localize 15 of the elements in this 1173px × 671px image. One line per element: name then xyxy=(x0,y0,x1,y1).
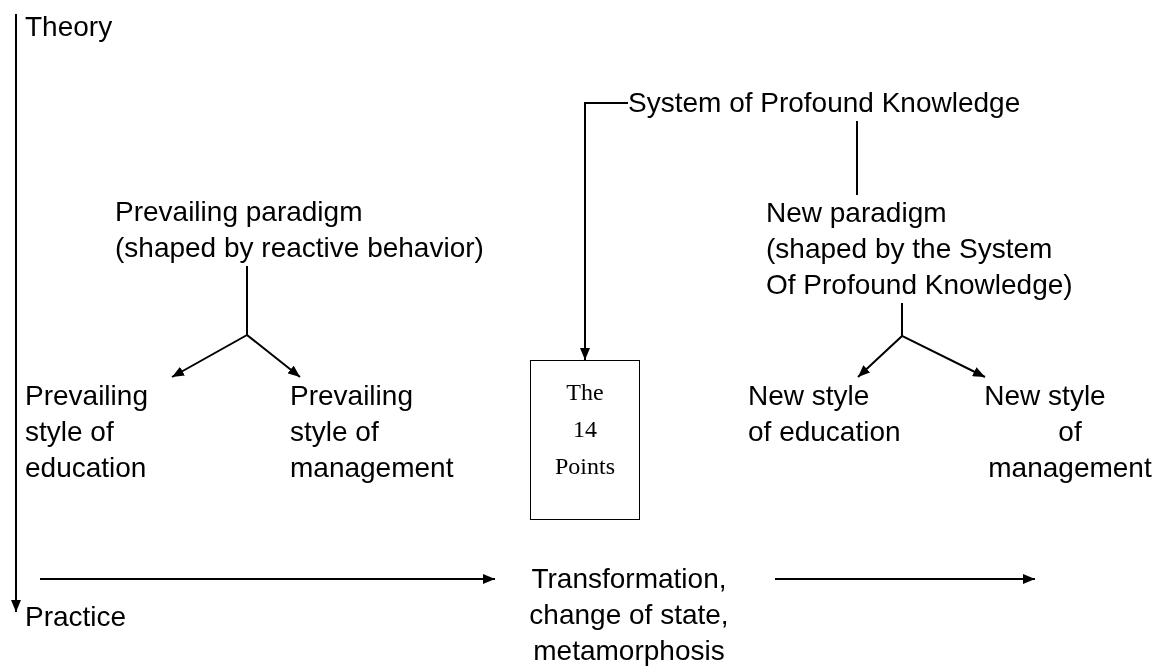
arrow xyxy=(39,574,496,584)
process-box xyxy=(530,360,640,520)
arrow xyxy=(246,265,301,378)
arrow xyxy=(580,102,629,361)
diagram-label: Prevailing style of education xyxy=(25,379,149,485)
arrow xyxy=(774,574,1036,584)
diagram-label: Transformation, change of state, metamorphosis xyxy=(528,562,730,668)
arrow xyxy=(11,13,21,613)
diagram-label: Theory xyxy=(25,10,114,44)
arrow xyxy=(901,302,986,378)
box-label: The 14 Points xyxy=(554,378,616,481)
diagram-label: System of Profound Knowledge xyxy=(628,86,1022,120)
diagram-label: Practice xyxy=(25,600,128,634)
connector-line xyxy=(856,120,858,196)
diagram-label: Prevailing style of management xyxy=(290,379,455,485)
